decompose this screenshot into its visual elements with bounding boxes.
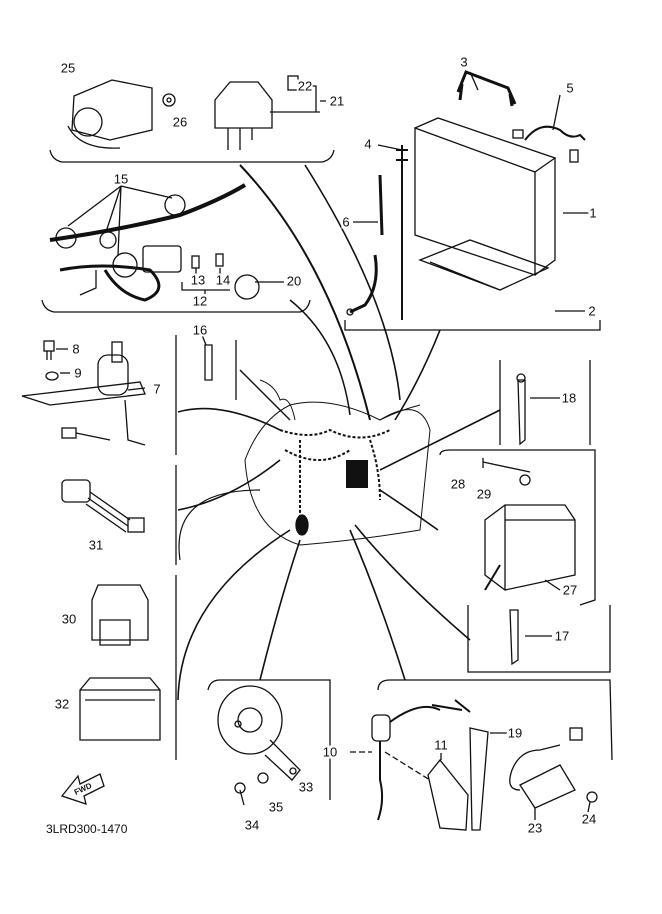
- callout-19: 19: [506, 725, 524, 741]
- bracket-16: [175, 335, 237, 455]
- fwd-arrow-icon: [60, 773, 105, 805]
- callout-29: 29: [475, 486, 493, 502]
- bracket-27: [439, 449, 596, 606]
- bracket-top-left: [49, 149, 335, 163]
- frame-outline: [244, 401, 431, 546]
- callout-15: 15: [112, 171, 130, 187]
- callout-16: 16: [191, 322, 209, 338]
- callout-3: 3: [459, 54, 469, 70]
- callout-24: 24: [580, 811, 598, 827]
- callout-21: 21: [328, 93, 346, 109]
- bracket-33: [207, 679, 331, 800]
- callout-31: 31: [87, 537, 105, 553]
- callout-34: 34: [243, 817, 261, 833]
- callout-6: 6: [341, 214, 351, 230]
- callout-28: 28: [449, 476, 467, 492]
- callout-20: 20: [285, 273, 303, 289]
- callout-32: 32: [53, 696, 71, 712]
- callout-13: 13: [189, 272, 207, 288]
- callout-35: 35: [267, 799, 285, 815]
- callout-9: 9: [73, 365, 83, 381]
- callout-10: 10: [321, 744, 339, 760]
- callout-33: 33: [297, 779, 315, 795]
- callout-5: 5: [565, 80, 575, 96]
- callout-30: 30: [60, 611, 78, 627]
- callout-7: 7: [152, 381, 162, 397]
- callout-14: 14: [214, 272, 232, 288]
- callout-11: 11: [433, 737, 449, 753]
- bracket-fuse-group: [41, 299, 311, 313]
- callout-27: 27: [561, 582, 579, 598]
- diagram-code: 3LRD300-1470: [46, 822, 128, 836]
- callout-22: 22: [296, 78, 314, 94]
- callout-2: 2: [587, 303, 597, 319]
- callout-8: 8: [71, 341, 81, 357]
- callout-26: 26: [171, 114, 189, 130]
- callout-12: 12: [191, 293, 209, 309]
- callout-4: 4: [363, 136, 373, 152]
- callout-18: 18: [560, 390, 578, 406]
- bracket-18: [499, 360, 591, 445]
- callout-1: 1: [588, 205, 598, 221]
- callout-23: 23: [526, 820, 544, 836]
- battery-body: [414, 127, 536, 276]
- callout-25: 25: [59, 60, 77, 76]
- bracket-10: [377, 679, 613, 761]
- bracket-17: [467, 605, 611, 673]
- callout-17: 17: [553, 628, 571, 644]
- bracket-battery: [344, 320, 601, 331]
